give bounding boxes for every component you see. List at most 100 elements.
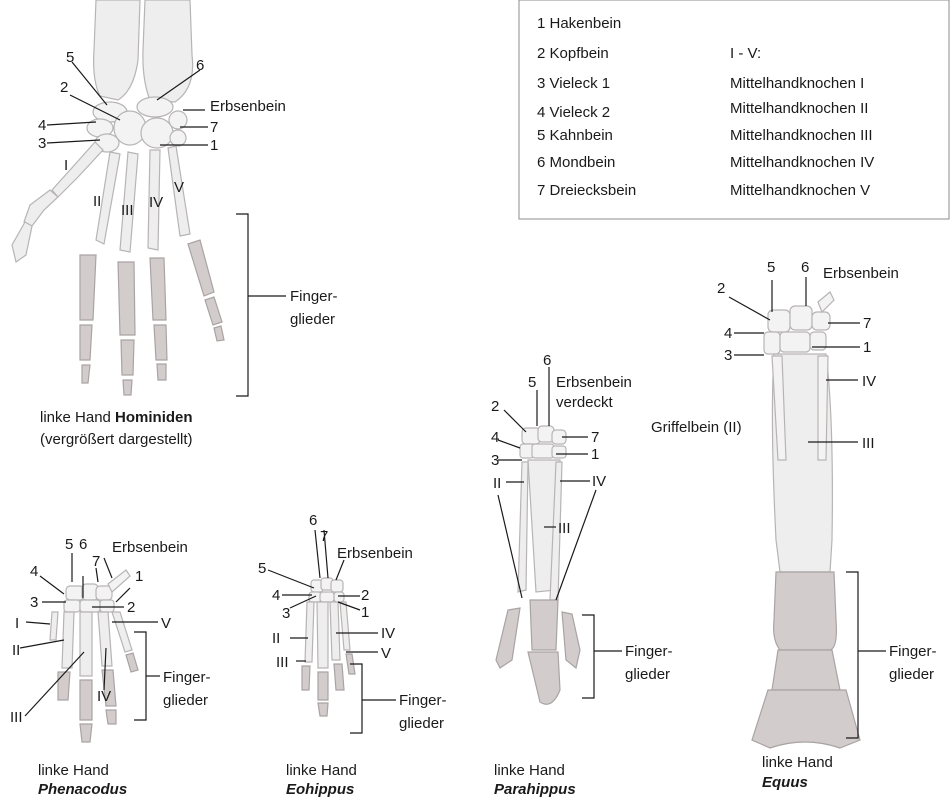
hominid-caption-prefix: linke Hand	[40, 409, 115, 426]
hominid-label-5: 5	[66, 49, 74, 66]
hominid-label-V: V	[174, 179, 184, 196]
eohippus-label-1: 1	[361, 604, 369, 621]
eohippus-label-3: 3	[282, 605, 290, 622]
eohippus-hand: 6 7 Erbsenbein 5 4 3 2 1 II IV III V Fin…	[258, 512, 447, 798]
parahippus-label-5: 5	[528, 374, 536, 391]
legend-item-5: 5 Kahnbein	[537, 127, 613, 144]
legend-roman-3: Mittelhandknochen III	[730, 127, 873, 144]
phenacodus-label-erbsenbein: Erbsenbein	[112, 539, 188, 556]
parahippus-finger-label-line1: Finger-	[625, 643, 673, 660]
legend-roman-1: Mittelhandknochen I	[730, 75, 864, 92]
eohippus-label-4: 4	[272, 587, 280, 604]
hominid-hand: 5 6 2 Erbsenbein 4 7 3 1 I II III IV V F…	[12, 0, 338, 448]
legend-item-3: 3 Vieleck 1	[537, 75, 610, 92]
hominid-label-6: 6	[196, 57, 204, 74]
parahippus-label-IV: IV	[592, 473, 606, 490]
legend-roman-header: I - V:	[730, 45, 761, 62]
equus-finger-label-line1: Finger-	[889, 643, 937, 660]
equus-label-IV: IV	[862, 373, 876, 390]
phenacodus-hand: 6 5 7 Erbsenbein 4 1 3 2 I V II III IV F…	[10, 536, 211, 798]
hominid-label-erbsenbein: Erbsenbein	[210, 98, 286, 115]
equus-bones	[752, 292, 860, 748]
phenacodus-bones	[50, 570, 138, 742]
phenacodus-label-4: 4	[30, 563, 38, 580]
eohippus-finger-label-line1: Finger-	[399, 692, 447, 709]
legend: 1 Hakenbein 2 Kopfbein 3 Vieleck 1 4 Vie…	[519, 0, 949, 219]
hominid-label-I: I	[64, 157, 68, 174]
legend-item-1: 1 Hakenbein	[537, 15, 621, 32]
phenacodus-label-6: 6	[79, 536, 87, 553]
equus-label-6: 6	[801, 259, 809, 276]
parahippus-label-erbsenbein-1: Erbsenbein	[556, 374, 632, 391]
eohippus-label-5: 5	[258, 560, 266, 577]
eohippus-label-erbsenbein: Erbsenbein	[337, 545, 413, 562]
phenacodus-caption-prefix: linke Hand	[38, 762, 109, 779]
phenacodus-label-V: V	[161, 615, 171, 632]
equus-label-2: 2	[717, 280, 725, 297]
phenacodus-label-I: I	[15, 615, 19, 632]
phenacodus-finger-label-line2: glieder	[163, 692, 208, 709]
eohippus-caption-prefix: linke Hand	[286, 762, 357, 779]
eohippus-label-7: 7	[320, 528, 328, 545]
eohippus-label-II: II	[272, 630, 280, 647]
eohippus-label-6: 6	[309, 512, 317, 529]
equus-caption-name: Equus	[762, 774, 808, 791]
parahippus-label-2: 2	[491, 398, 499, 415]
equus-label-1: 1	[863, 339, 871, 356]
parahippus-label-erbsenbein-2: verdeckt	[556, 394, 614, 411]
phenacodus-label-1: 1	[135, 568, 143, 585]
parahippus-caption-name: Parahippus	[494, 781, 576, 798]
hominid-bones	[12, 0, 224, 395]
eohippus-label-V: V	[381, 645, 391, 662]
hominid-label-1: 1	[210, 137, 218, 154]
phenacodus-label-III: III	[10, 709, 23, 726]
hominid-label-4: 4	[38, 117, 46, 134]
legend-roman-2: Mittelhandknochen II	[730, 100, 868, 117]
legend-item-7: 7 Dreiecksbein	[537, 182, 636, 199]
hominid-label-II: II	[93, 193, 101, 210]
parahippus-label-7: 7	[591, 429, 599, 446]
parahippus-label-1: 1	[591, 446, 599, 463]
phenacodus-label-2: 2	[127, 599, 135, 616]
equus-finger-label-line2: glieder	[889, 666, 934, 683]
hominid-label-3: 3	[38, 135, 46, 152]
parahippus-label-4: 4	[491, 429, 499, 446]
equus-hand: 5 6 Erbsenbein 2 4 3 7 1 IV Griffelbein …	[651, 259, 937, 791]
equus-label-III: III	[862, 435, 875, 452]
legend-roman-4: Mittelhandknochen IV	[730, 154, 874, 171]
eohippus-label-III: III	[276, 654, 289, 671]
equus-label-4: 4	[724, 325, 732, 342]
hominid-label-2: 2	[60, 79, 68, 96]
legend-roman-5: Mittelhandknochen V	[730, 182, 870, 199]
parahippus-caption-prefix: linke Hand	[494, 762, 565, 779]
parahippus-finger-label-line2: glieder	[625, 666, 670, 683]
phenacodus-label-3: 3	[30, 594, 38, 611]
phenacodus-caption-name: Phenacodus	[38, 781, 127, 798]
phenacodus-label-IV: IV	[97, 688, 111, 705]
equus-label-erbsenbein: Erbsenbein	[823, 265, 899, 282]
hominid-label-7: 7	[210, 119, 218, 136]
phenacodus-label-5: 5	[65, 536, 73, 553]
hominid-caption-note: (vergrößert dargestellt)	[40, 431, 193, 448]
parahippus-bones	[496, 426, 580, 704]
hominid-label-IV: IV	[149, 194, 163, 211]
legend-item-2: 2 Kopfbein	[537, 45, 609, 62]
eohippus-label-2: 2	[361, 587, 369, 604]
equus-label-5: 5	[767, 259, 775, 276]
parahippus-label-6: 6	[543, 352, 551, 369]
equus-label-griffelbein: Griffelbein (II)	[651, 419, 742, 436]
legend-item-4: 4 Vieleck 2	[537, 104, 610, 121]
eohippus-finger-label-line2: glieder	[399, 715, 444, 732]
equus-label-7: 7	[863, 315, 871, 332]
parahippus-label-3: 3	[491, 452, 499, 469]
equus-label-3: 3	[724, 347, 732, 364]
phenacodus-label-7: 7	[92, 553, 100, 570]
legend-item-6: 6 Mondbein	[537, 154, 615, 171]
eohippus-label-IV: IV	[381, 625, 395, 642]
hominid-caption-name: Hominiden	[115, 409, 193, 426]
hominid-finger-label-line2: glieder	[290, 311, 335, 328]
parahippus-label-III: III	[558, 520, 571, 537]
hominid-caption: linke Hand Hominiden	[40, 409, 193, 426]
